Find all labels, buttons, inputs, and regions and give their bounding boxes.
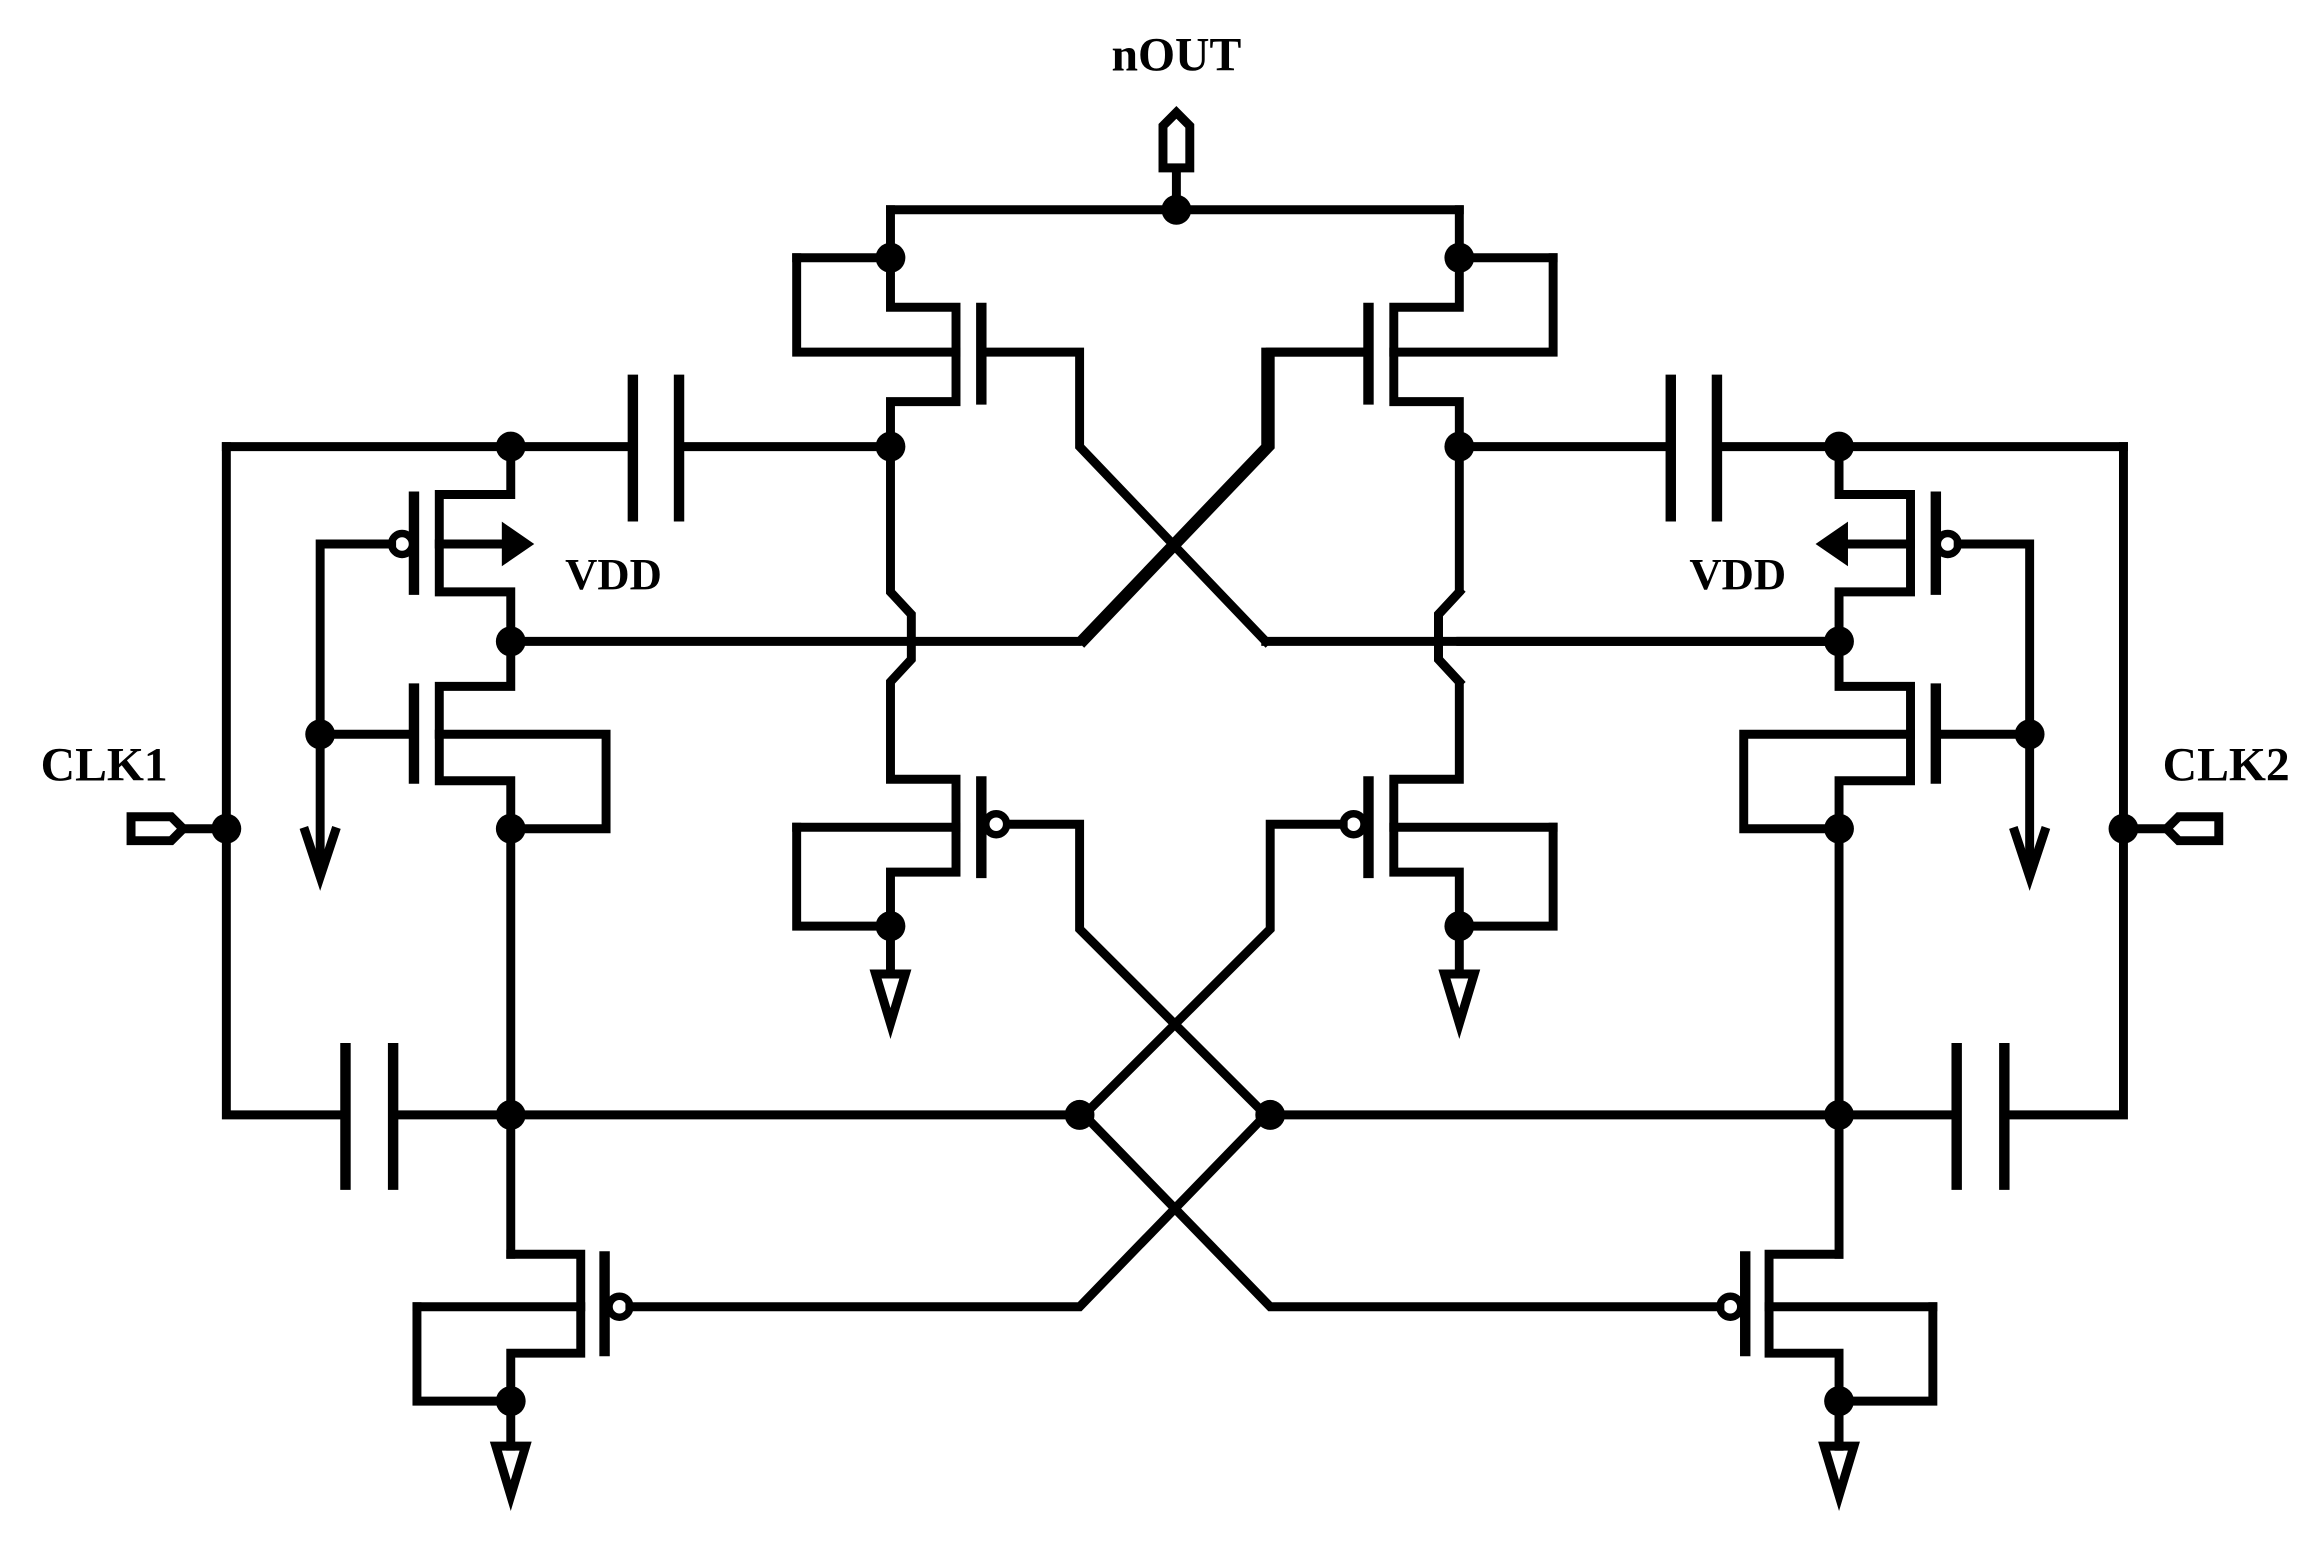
cross-wires [1077, 347, 1844, 1312]
junction-dot-icon [495, 1386, 526, 1417]
left-half [178, 205, 1367, 1451]
vdd-label-right: VDD [1689, 549, 1786, 599]
junction-dot-icon [305, 719, 336, 750]
transistor-bottom [412, 1108, 1273, 1451]
junction-dot-icon [1444, 431, 1475, 462]
junction-dot-icon [1064, 1099, 1095, 1130]
transistor-switch [315, 636, 611, 874]
transistor-mid [792, 776, 1273, 1122]
pin-arrow-icon [1158, 106, 1195, 197]
pin-arrow-icon [126, 812, 190, 846]
labels: nOUT CLK1 CLK2 VDD VDD [41, 28, 2290, 791]
pin-arrow-icon [2160, 812, 2224, 846]
junction-dot-icon [1824, 626, 1854, 657]
junction-dot-icon [1824, 813, 1854, 844]
ground-arrow-icon [1818, 1441, 1860, 1512]
ground-arrow-icon [299, 826, 341, 891]
ground-arrow-icon [869, 969, 912, 1040]
junction-dot-icon [875, 242, 906, 273]
transistor-pump [315, 442, 516, 739]
capacitor-bottom [340, 824, 1085, 1259]
grounds [299, 826, 2051, 1512]
junction-dot-icon [2108, 813, 2139, 844]
junction-dot-icon [495, 1099, 526, 1130]
junction-dot-icon [211, 813, 242, 844]
junction-dot-icon [1444, 242, 1475, 273]
output-label: nOUT [1112, 28, 1242, 81]
junctions [211, 194, 2139, 1417]
clk1-label: CLK1 [41, 739, 168, 792]
ground-arrow-icon [2009, 826, 2051, 891]
junction-dot-icon [495, 626, 526, 657]
vdd-arrow-icon [1815, 521, 1848, 567]
right-half [1168, 205, 2172, 1451]
vdd-arrow-icon [501, 521, 535, 567]
junction-dot-icon [495, 431, 526, 462]
junction-dot-icon [875, 431, 906, 462]
junction-dot-icon [1161, 194, 1192, 225]
junction-dot-icon [2014, 719, 2045, 750]
capacitor-top [221, 374, 895, 522]
supplies [501, 521, 1848, 567]
junction-dot-icon [1824, 1099, 1854, 1130]
junction-dot-icon [1255, 1099, 1286, 1130]
clk2-label: CLK2 [2163, 739, 2290, 792]
ground-arrow-icon [1438, 969, 1481, 1040]
ports [126, 106, 2224, 846]
ground-arrow-icon [489, 1441, 532, 1512]
junction-dot-icon [1824, 431, 1854, 462]
output-bus [886, 205, 1181, 263]
node-wire [886, 442, 961, 931]
junction-dot-icon [495, 813, 526, 844]
vdd-label-left: VDD [565, 549, 662, 599]
